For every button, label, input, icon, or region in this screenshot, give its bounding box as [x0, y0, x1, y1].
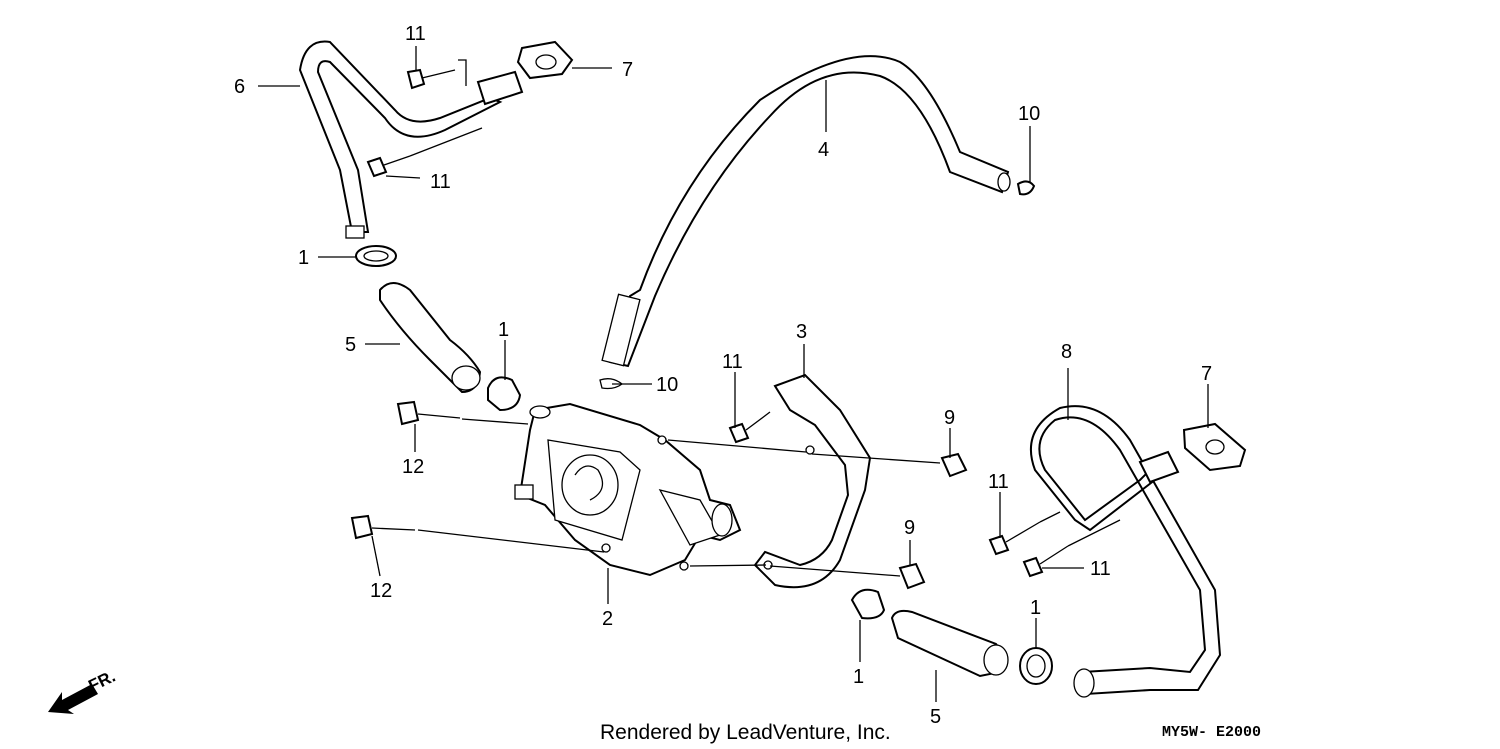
callout-9-upper: 9 [944, 407, 955, 429]
callout-4: 4 [818, 139, 829, 161]
part-3-bracket [753, 373, 872, 589]
callout-8: 8 [1061, 341, 1072, 363]
part-7-gasket-upper [516, 40, 574, 80]
part-1-clamp-upper [355, 245, 397, 267]
part-8-pipe [1029, 405, 1222, 698]
part-6-pipe [298, 40, 524, 239]
part-1-clamp-lower-right [1019, 647, 1053, 685]
callout-11-lower-a: 11 [988, 471, 1009, 493]
bolt-11-lower-a [988, 521, 1041, 556]
callout-1-lower-left: 1 [853, 666, 864, 688]
callout-5-lower: 5 [930, 706, 941, 728]
callout-10-upper: 10 [1018, 103, 1040, 125]
part-10-clip-upper [1016, 180, 1036, 196]
nut-9-upper [940, 452, 968, 478]
nut-9-lower [898, 562, 926, 590]
callout-11-mid: 11 [722, 351, 743, 373]
callout-7-upper: 7 [622, 59, 633, 81]
part-1-clamp-mid [487, 376, 522, 412]
callout-1-mid: 1 [498, 319, 509, 341]
callout-5-upper: 5 [345, 334, 356, 356]
part-5-hose-lower [890, 609, 1009, 678]
callout-11-lower-b: 11 [1090, 558, 1111, 580]
assembly-lines [409, 127, 1121, 577]
part-1-clamp-lower-left [850, 588, 886, 620]
bolt-11-upper-a [406, 68, 456, 90]
callout-12-upper: 12 [402, 456, 424, 478]
callout-11-upper-a: 11 [405, 23, 426, 45]
callout-1-lower-right: 1 [1030, 597, 1041, 619]
callout-6: 6 [234, 76, 245, 98]
bolt-11-lower-b [1022, 545, 1069, 578]
part-5-hose-upper [379, 282, 482, 394]
callout-9-lower: 9 [904, 517, 915, 539]
front-direction-indicator: FR. [48, 667, 118, 714]
bolt-11-upper-b [366, 155, 411, 178]
callout-12-lower: 12 [370, 580, 392, 602]
callout-11-upper-b: 11 [430, 171, 451, 193]
bolt-12-lower [350, 514, 416, 540]
bolt-12-upper [396, 400, 461, 426]
part-7-gasket-lower [1182, 422, 1247, 472]
diagram-code: MY5W- E2000 [1162, 724, 1261, 741]
front-direction-arrow-icon [48, 684, 98, 714]
rendered-by-credit: Rendered by LeadVenture, Inc. [600, 721, 891, 744]
part-4-long-hose [601, 55, 1011, 368]
part-2-valve-body [514, 402, 742, 577]
callout-7-lower: 7 [1201, 363, 1212, 385]
callout-2: 2 [602, 608, 613, 630]
callout-1-upper: 1 [298, 247, 309, 269]
callout-leaders [258, 46, 1209, 702]
bolt-11-mid [728, 411, 771, 444]
callout-3: 3 [796, 321, 807, 343]
callout-labels: 6 11 7 11 1 5 1 4 10 10 3 11 12 12 2 9 9… [234, 23, 1212, 728]
callout-10-mid: 10 [656, 374, 678, 396]
